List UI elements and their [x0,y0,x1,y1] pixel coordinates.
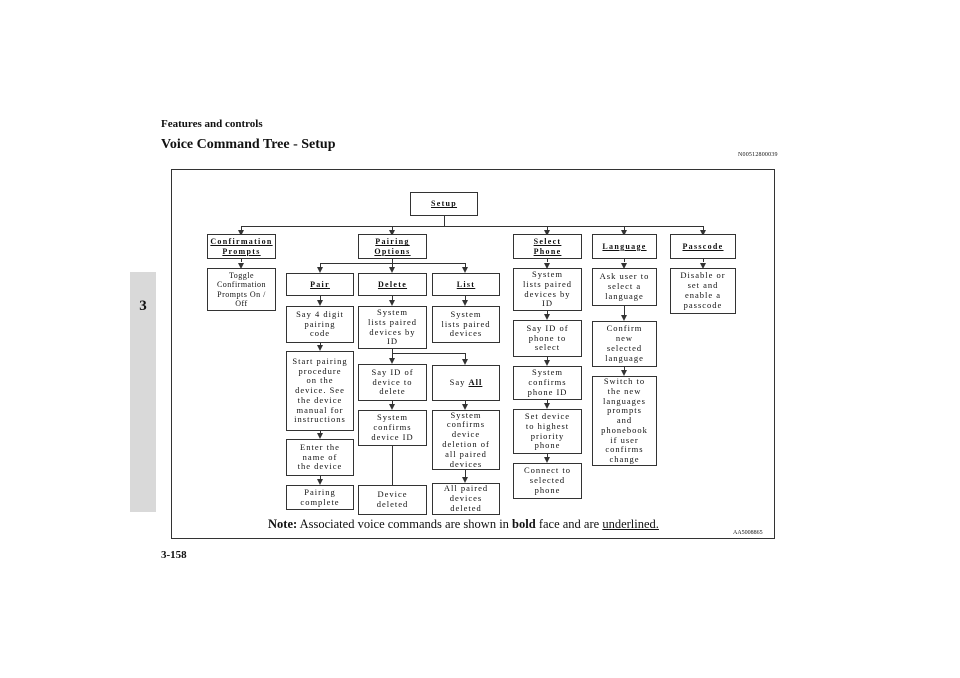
image-code: AA5008865 [733,530,763,536]
disable-passcode-box: Disable or set and enable a passcode [670,268,736,314]
section-title: Features and controls [161,118,263,130]
toggle-confirmation-box: Toggle Confirmation Prompts On / Off [207,268,276,311]
switch-language-box: Switch to the new languages prompts and … [592,376,657,466]
page-number: 3-158 [161,549,187,561]
list-lists-devices-box: System lists paired devices [432,306,500,343]
pairing-options-box: Pairing Options [358,234,427,259]
passcode-box: Passcode [670,234,736,259]
say-pairing-code-box: Say 4 digit pairing code [286,306,354,343]
language-box: Language [592,234,657,259]
note-text-1: Associated voice commands are shown in [297,517,513,531]
ask-language-box: Ask user to select a language [592,268,657,306]
confirm-language-box: Confirm new selected language [592,321,657,367]
say-all-box: Say All [432,365,500,401]
confirms-all-deletion-box: System confirms device deletion of all p… [432,410,500,470]
confirms-device-id-box: System confirms device ID [358,410,427,446]
start-pairing-box: Start pairing procedure on the device. S… [286,351,354,431]
list-box: List [432,273,500,296]
select-lists-devices-box: System lists paired devices by ID [513,268,582,311]
device-deleted-box: Device deleted [358,485,427,515]
diagram-note: Note: Associated voice commands are show… [268,517,659,532]
setup-box: Setup [410,192,478,216]
document-code: N00512800039 [738,152,778,158]
chapter-number: 3 [139,298,147,314]
enter-device-name-box: Enter the name of the device [286,439,354,476]
delete-box: Delete [358,273,427,296]
confirms-phone-id-box: System confirms phone ID [513,366,582,400]
connect-phone-box: Connect to selected phone [513,463,582,499]
say-all-command: All [468,377,483,388]
select-phone-box: Select Phone [513,234,582,259]
pair-box: Pair [286,273,354,296]
note-underlined-word: underlined. [602,517,659,531]
delete-lists-devices-box: System lists paired devices by ID [358,306,427,349]
confirmation-prompts-box: Confirmation Prompts [207,234,276,259]
page-title: Voice Command Tree - Setup [161,137,336,152]
note-text-2: face and are [535,517,603,531]
say-id-phone-box: Say ID of phone to select [513,320,582,357]
diagram-frame [171,169,775,539]
set-priority-box: Set device to highest priority phone [513,409,582,454]
all-devices-deleted-box: All paired devices deleted [432,483,500,515]
note-bold-word: bold [512,517,536,531]
note-label: Note: [268,517,298,531]
say-id-delete-box: Say ID of device to delete [358,364,427,401]
chapter-tab [130,272,156,512]
pairing-complete-box: Pairing complete [286,485,354,510]
say-all-prefix: Say [449,377,466,388]
